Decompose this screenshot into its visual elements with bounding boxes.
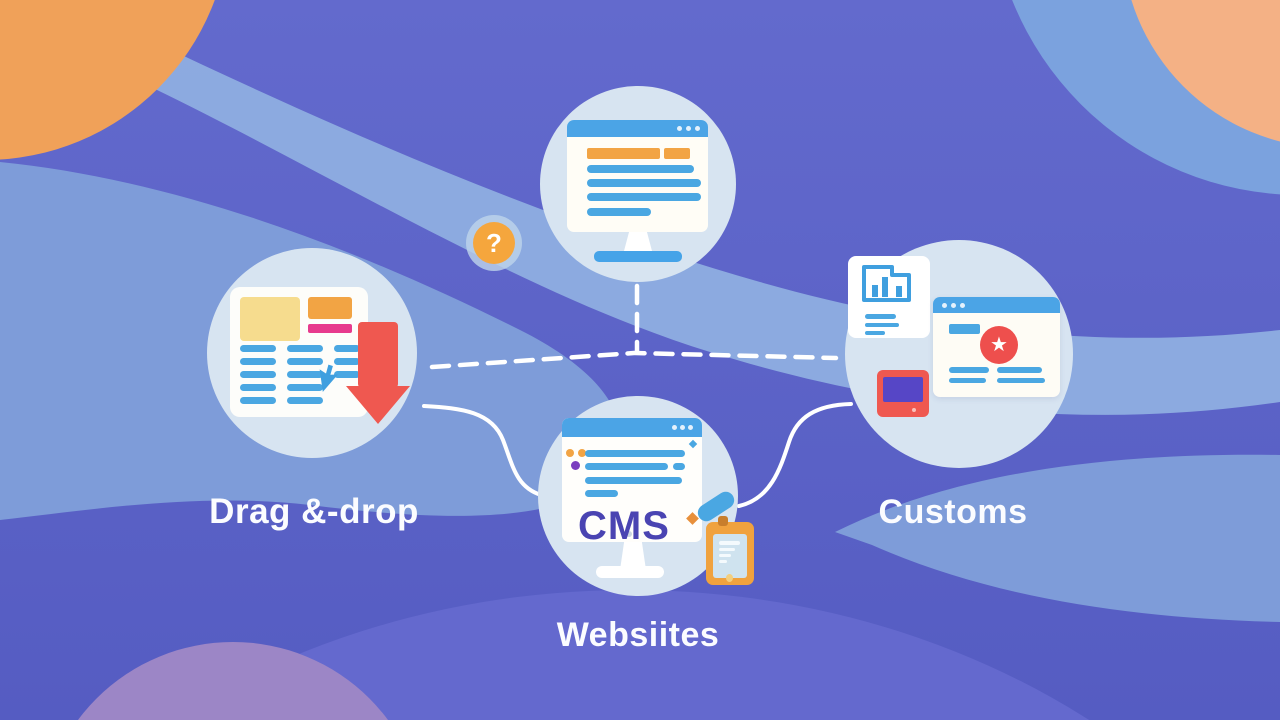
- text-line: [240, 384, 276, 391]
- question-badge-halo: ?: [466, 215, 522, 271]
- bullet-dot: [571, 461, 580, 470]
- corner-circle-top-left: [0, 0, 215, 160]
- text-line: [587, 208, 651, 216]
- content-block: [587, 148, 660, 159]
- window-dot-icon: [951, 303, 956, 308]
- text-line: [949, 367, 989, 373]
- window-dot-icon: [695, 126, 700, 131]
- label-websites: Websiites: [556, 616, 720, 654]
- corner-circle-blue: [1012, 0, 1280, 195]
- dashed-connector-horizontal: [429, 350, 839, 370]
- tablet-button: [726, 574, 733, 582]
- text-line: [865, 314, 896, 319]
- window-dot-icon: [686, 126, 691, 131]
- window-dot-icon: [677, 126, 682, 131]
- monitor-chin-dot: [626, 531, 632, 537]
- download-arrow-head: [346, 386, 410, 424]
- window-dot-icon: [672, 425, 677, 430]
- tablet-knob: [718, 516, 728, 526]
- text-line: [587, 179, 701, 187]
- wave-bottom-right: [835, 454, 1280, 622]
- content-block: [949, 324, 980, 334]
- question-icon: ?: [473, 222, 515, 264]
- monitor-stand: [620, 538, 646, 570]
- text-line: [585, 477, 682, 484]
- content-block: [664, 148, 690, 159]
- monitor-base: [596, 566, 664, 578]
- text-line: [719, 548, 735, 551]
- text-line: [997, 367, 1042, 373]
- monitor-stand: [624, 232, 652, 251]
- node-cms: CMS: [538, 396, 754, 596]
- window-dot-icon: [960, 303, 965, 308]
- browser-titlebar: [933, 297, 1060, 313]
- text-line: [585, 490, 618, 497]
- text-line: [287, 345, 323, 352]
- text-line: [587, 193, 701, 201]
- image-placeholder: [240, 297, 300, 341]
- monitor-base: [594, 251, 682, 262]
- device-tablet-icon: [877, 370, 929, 417]
- node-customs: ★: [845, 240, 1073, 468]
- bar-chart-icon: [862, 265, 911, 302]
- corner-circle-salmon: [1131, 0, 1280, 142]
- label-drag-drop: Drag &-drop: [209, 492, 419, 531]
- window-dot-icon: [688, 425, 693, 430]
- browser-window-icon: [567, 120, 708, 232]
- tablet-button: [912, 408, 916, 412]
- node-top-website: [540, 86, 736, 282]
- bullet-dot: [566, 449, 574, 457]
- star-icon: ★: [990, 334, 1008, 356]
- notepad-tablet-icon: [706, 516, 754, 585]
- label-customs: Customs: [878, 493, 1028, 531]
- text-line: [949, 378, 986, 383]
- text-line: [585, 450, 685, 457]
- text-line: [240, 371, 276, 378]
- text-line: [585, 463, 668, 470]
- text-line: [334, 345, 360, 352]
- analytics-card-icon: [848, 256, 930, 338]
- window-dot-icon: [680, 425, 685, 430]
- question-glyph: ?: [486, 227, 502, 258]
- text-line: [719, 541, 740, 545]
- content-block: [308, 324, 352, 333]
- text-line: [719, 560, 727, 563]
- text-line: [997, 378, 1045, 383]
- browser-titlebar: [567, 120, 708, 137]
- text-line: [865, 323, 899, 327]
- text-line: [587, 165, 694, 173]
- marker-pen-icon: [686, 488, 738, 526]
- text-line: [865, 331, 885, 335]
- solid-connector-left: [422, 404, 543, 497]
- text-line: [240, 345, 276, 352]
- cms-title: CMS: [578, 504, 670, 542]
- pen-body: [694, 488, 738, 525]
- star-badge-icon: ★: [980, 326, 1018, 364]
- text-line: [240, 358, 276, 365]
- corner-dot-icon: [688, 439, 698, 449]
- star-browser-icon: ★: [933, 297, 1060, 397]
- bottom-dome: [171, 590, 1089, 720]
- node-drag-drop: [207, 248, 417, 458]
- text-line: [240, 397, 276, 404]
- solid-connector-right: [737, 402, 853, 508]
- text-line: [673, 463, 685, 470]
- cms-browser-icon: CMS: [562, 418, 702, 542]
- text-line: [719, 554, 731, 557]
- cursor-arrow-icon: [319, 364, 338, 392]
- window-dot-icon: [942, 303, 947, 308]
- content-block: [308, 297, 352, 319]
- mauve-circle: [78, 642, 388, 720]
- browser-titlebar: [562, 418, 702, 437]
- download-arrow-icon: [358, 322, 398, 388]
- tablet-screen: [713, 534, 747, 578]
- tablet-screen: [883, 377, 923, 402]
- text-line: [287, 397, 323, 404]
